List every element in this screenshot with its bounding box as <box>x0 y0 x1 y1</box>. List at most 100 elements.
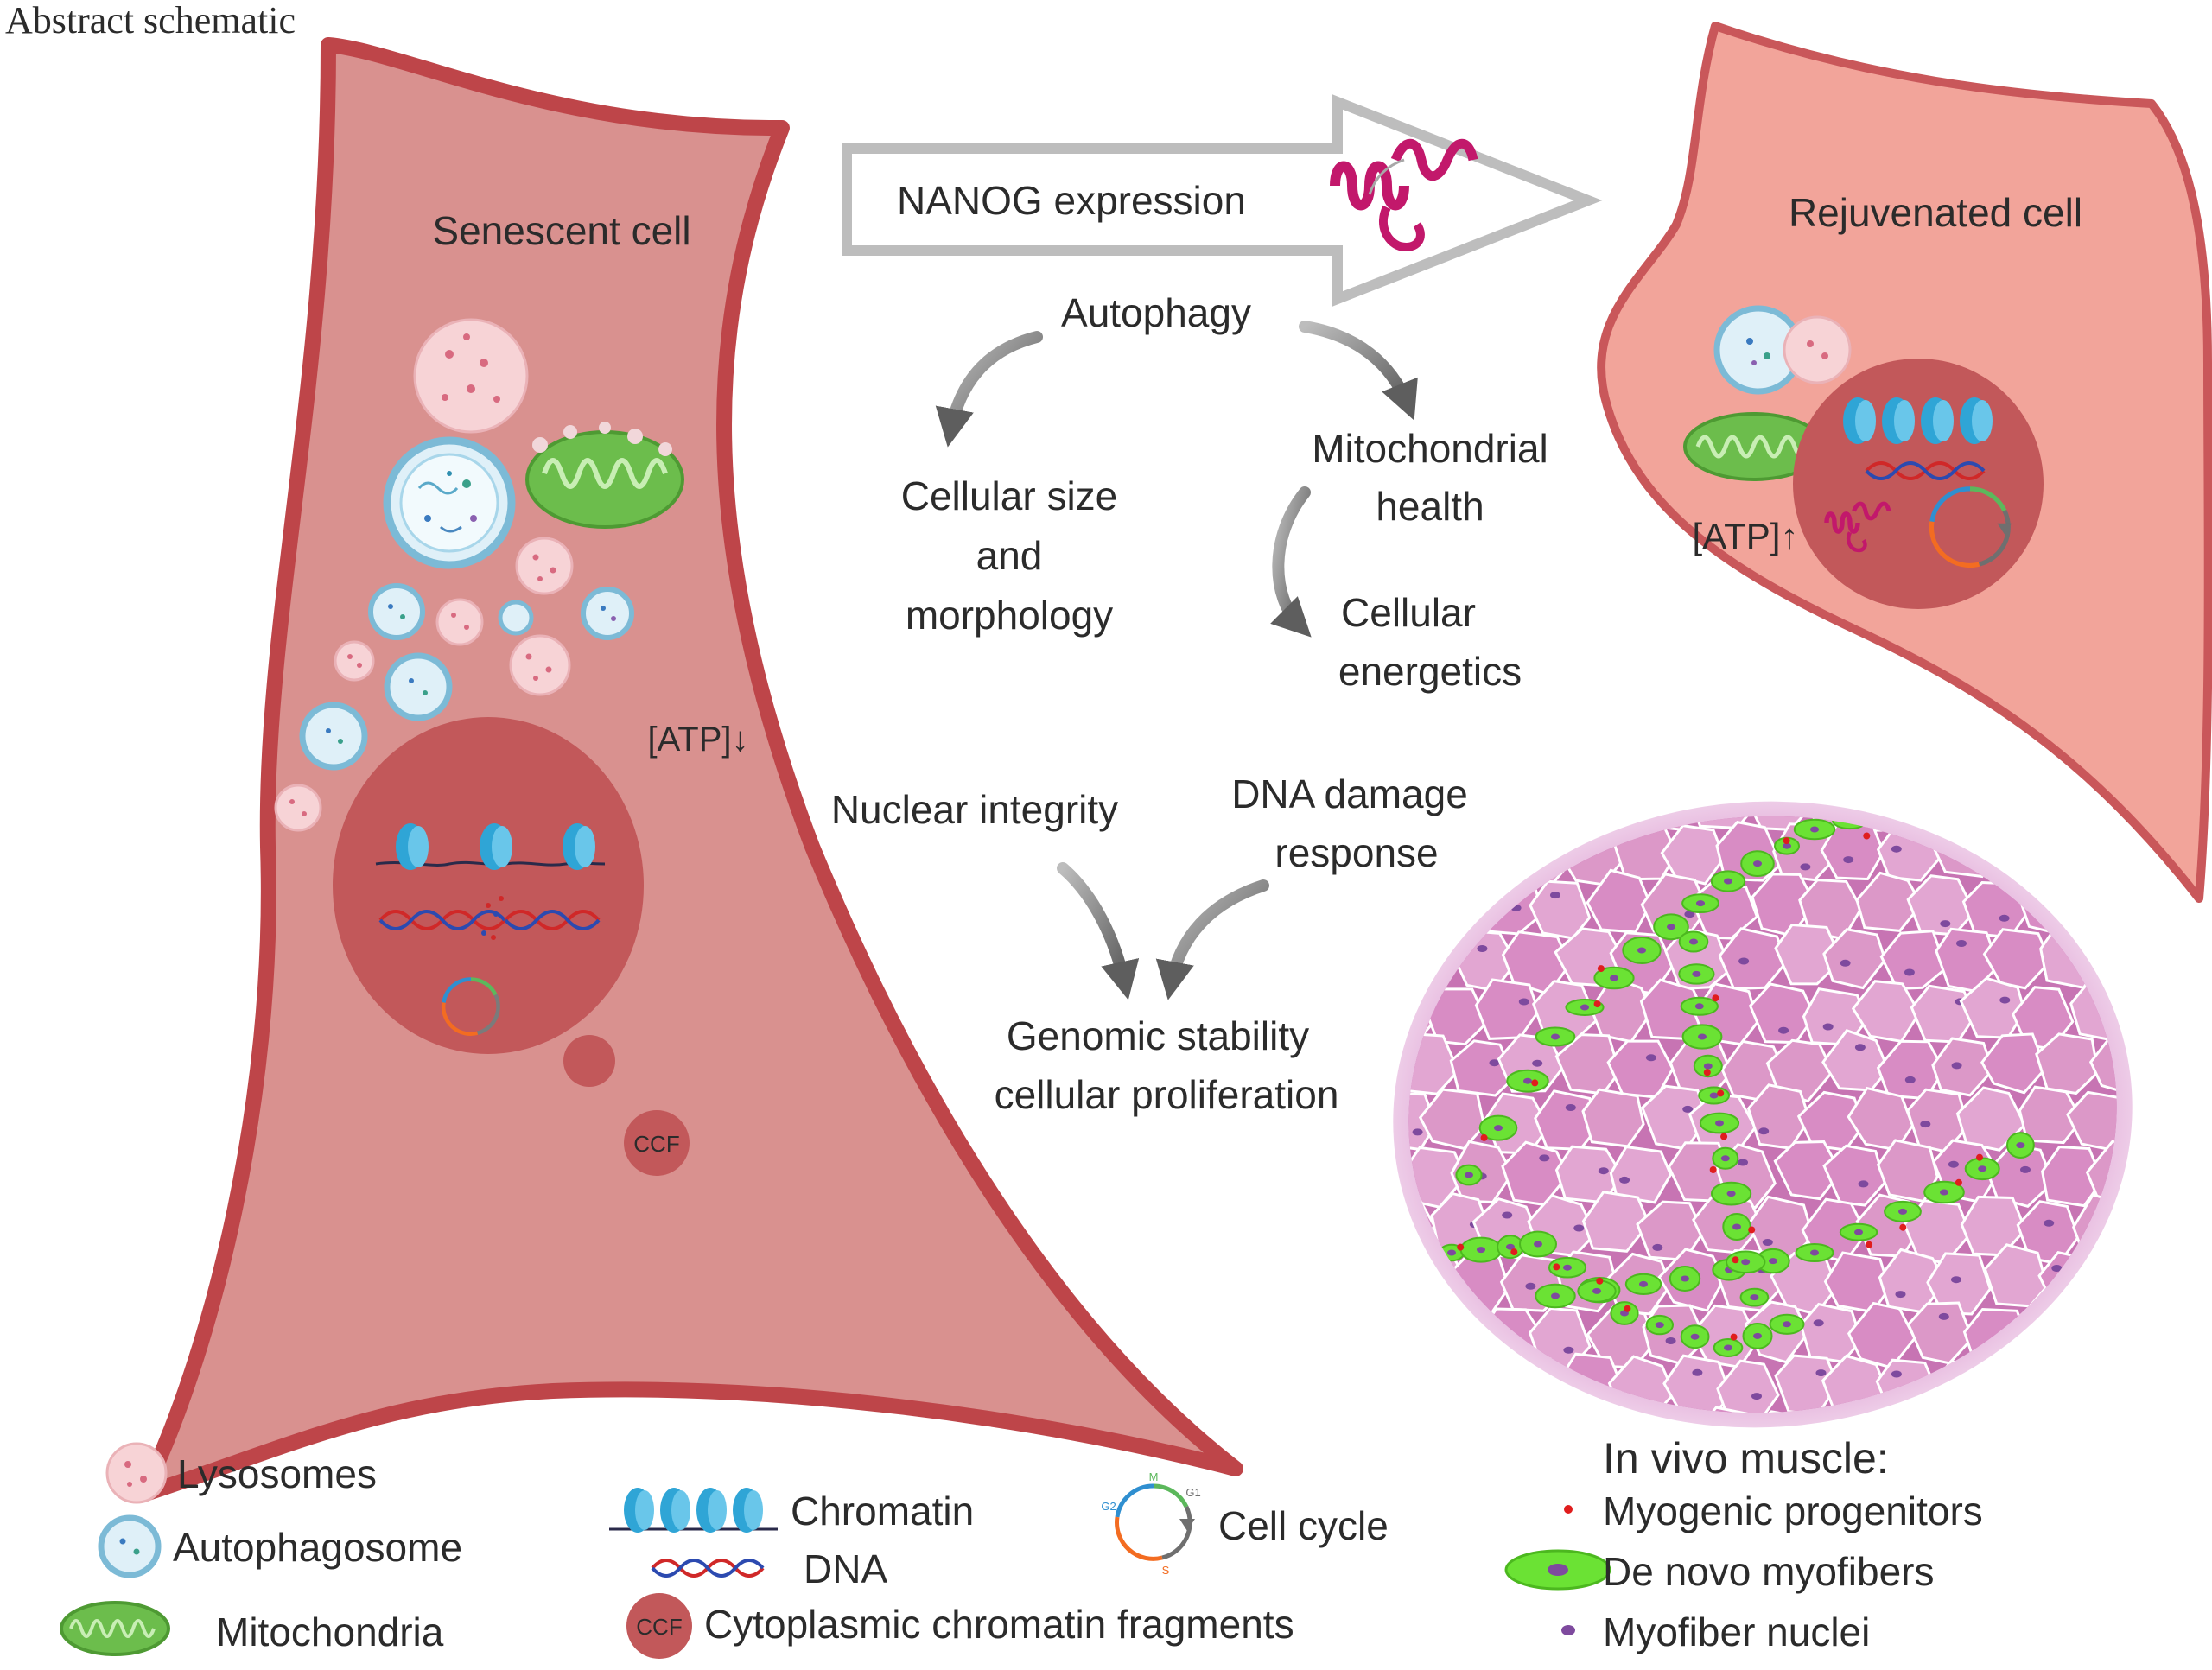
lysosome-5 <box>334 640 375 682</box>
myofiber-nucleus <box>1822 1023 1834 1031</box>
muscle-fiber <box>1581 1088 1645 1148</box>
progenitor-dot <box>1564 1505 1573 1514</box>
legend-dna-label: DNA <box>804 1546 887 1591</box>
myofiber-nucleus <box>1923 1453 1934 1460</box>
myofiber-nucleus <box>1412 1128 1423 1136</box>
rejuvenated-nucleus <box>1793 359 2044 609</box>
rejuvenated-cell-cycle-icon <box>1929 486 2012 568</box>
muscle-fiber <box>2041 1146 2104 1208</box>
muscle-fiber <box>1765 1038 1834 1103</box>
senescent-cell: Senescent cell <box>135 37 1243 1502</box>
myofiber-nucleus <box>1468 887 1478 895</box>
myofiber-nucleus <box>1665 1337 1676 1344</box>
myofiber-nucleus <box>1506 1243 1515 1250</box>
muscle-legend-nuclei: Myofiber nuclei <box>1603 1610 1870 1654</box>
muscle-fiber <box>1908 792 1980 833</box>
myofiber-nucleus <box>1563 1346 1574 1354</box>
myofiber-nucleus <box>1895 1291 1906 1299</box>
muscle-fiber <box>2018 1085 2083 1145</box>
phase-s: S <box>1162 1564 1170 1577</box>
myofiber-nucleus <box>1563 1264 1572 1271</box>
myofiber-nucleus <box>1694 1003 1704 1010</box>
muscle-fiber <box>2037 1354 2105 1419</box>
myofiber-nucleus <box>1880 809 1890 816</box>
myofiber-nucleus <box>2136 1391 2138 1399</box>
myofiber-nucleus <box>1891 1370 1902 1378</box>
myofiber-nucleus <box>1598 1167 1609 1175</box>
myofiber-nucleus <box>1580 1004 1589 1011</box>
myofiber-nucleus <box>2011 856 2022 864</box>
muscle-fiber <box>2070 1302 2136 1363</box>
myofiber-nucleus <box>1891 845 1902 853</box>
myofiber-nucleus <box>1951 1276 1961 1284</box>
myofiber-nucleus <box>1940 920 1951 928</box>
myofiber-nucleus <box>1715 1120 1724 1127</box>
muscle-fiber <box>1528 1409 1595 1437</box>
muscle-fiber <box>1388 1413 1444 1437</box>
myofiber-nucleus <box>1551 1033 1560 1040</box>
muscle-fiber <box>1449 1352 1517 1420</box>
myofiber-nucleus <box>1720 1155 1730 1162</box>
myofiber-nucleus <box>1637 947 1646 954</box>
muscle-fiber <box>2097 1356 2138 1416</box>
myofiber-nucleus <box>2052 1326 2063 1334</box>
myofiber-nucleus <box>1758 1127 1770 1135</box>
myofiber-nucleus <box>1682 1105 1694 1113</box>
myofiber-nucleus <box>1465 1172 1473 1178</box>
myogenic-progenitor <box>1597 965 1605 973</box>
myofiber-nucleus <box>1667 924 1675 930</box>
genomic-stability-line-2: cellular proliferation <box>995 1072 1339 1117</box>
myogenic-progenitors <box>1457 832 1983 1341</box>
myofiber-nucleus <box>1689 938 1698 945</box>
myofiber-nucleus <box>1690 1333 1700 1340</box>
myofiber-nucleus <box>1854 1044 1866 1051</box>
myofiber-nucleus <box>1783 842 1791 849</box>
myogenic-progenitor <box>1863 832 1871 840</box>
legend-autophagosome-label: Autophagosome <box>173 1525 462 1570</box>
myofiber-nucleus <box>1681 1275 1689 1282</box>
arrow-from-dna-damage <box>1155 879 1269 1000</box>
myofiber-nucleus <box>1639 1280 1648 1287</box>
myofiber-nucleus <box>1726 1191 1736 1197</box>
senescent-cell-cycle-icon <box>441 977 500 1036</box>
myogenic-progenitor <box>1712 994 1719 1002</box>
lysosome-6 <box>274 784 322 832</box>
phase-g1: G1 <box>1185 1486 1200 1499</box>
myofiber-nucleus <box>1970 831 1981 838</box>
muscle-fiber <box>1581 1191 1651 1253</box>
myogenic-progenitor <box>1730 1333 1738 1341</box>
myofiber-nucleus <box>1940 1189 1948 1196</box>
muscle-legend-progenitors: Myogenic progenitors <box>1603 1489 1983 1533</box>
rejuvenated-chromatin <box>1843 397 1993 444</box>
myofiber-nucleus <box>1532 1059 1543 1067</box>
figure-title: Abstract schematic <box>5 0 296 41</box>
myofiber-nucleus <box>1539 1154 1550 1162</box>
myofiber-nucleus <box>1800 863 1811 871</box>
cellular-size-line-2: and <box>976 533 1043 578</box>
muscle-legend-title: In vivo muscle: <box>1603 1434 1889 1483</box>
rejuvenated-cell: Rejuvenated cell <box>1597 22 2212 903</box>
muscle-fiber <box>1393 1360 1463 1421</box>
cellular-energetics-line-2: energetics <box>1338 649 1522 694</box>
muscle-fiber <box>1926 1252 1992 1316</box>
autophagosome-3 <box>498 600 534 636</box>
myofiber-nucleus <box>1956 940 1967 947</box>
myofiber-nucleus <box>1668 793 1679 801</box>
myogenic-progenitor <box>1899 1223 1907 1231</box>
myofiber-nucleus <box>1738 1159 1748 1166</box>
lysosome-1 <box>413 318 529 434</box>
myogenic-progenitor <box>1457 1243 1465 1251</box>
muscle-fiber <box>2068 871 2135 936</box>
myogenic-progenitor <box>1720 1133 1728 1140</box>
muscle-fiber <box>2013 1406 2084 1437</box>
myofiber-nucleus <box>1684 911 1695 918</box>
myofiber-nucleus <box>1439 1342 1450 1349</box>
myofiber-nucleus <box>1762 1239 1773 1246</box>
autophagosome-2 <box>368 583 425 640</box>
myofiber-nucleus <box>1550 892 1560 899</box>
myofiber-nucleus <box>1505 1445 1516 1451</box>
muscle-fiber <box>2036 820 2099 884</box>
myofiber-nucleus <box>1778 1026 1789 1034</box>
muscle-fiber <box>2092 1243 2138 1308</box>
myofiber-nucleus <box>1592 1287 1601 1294</box>
